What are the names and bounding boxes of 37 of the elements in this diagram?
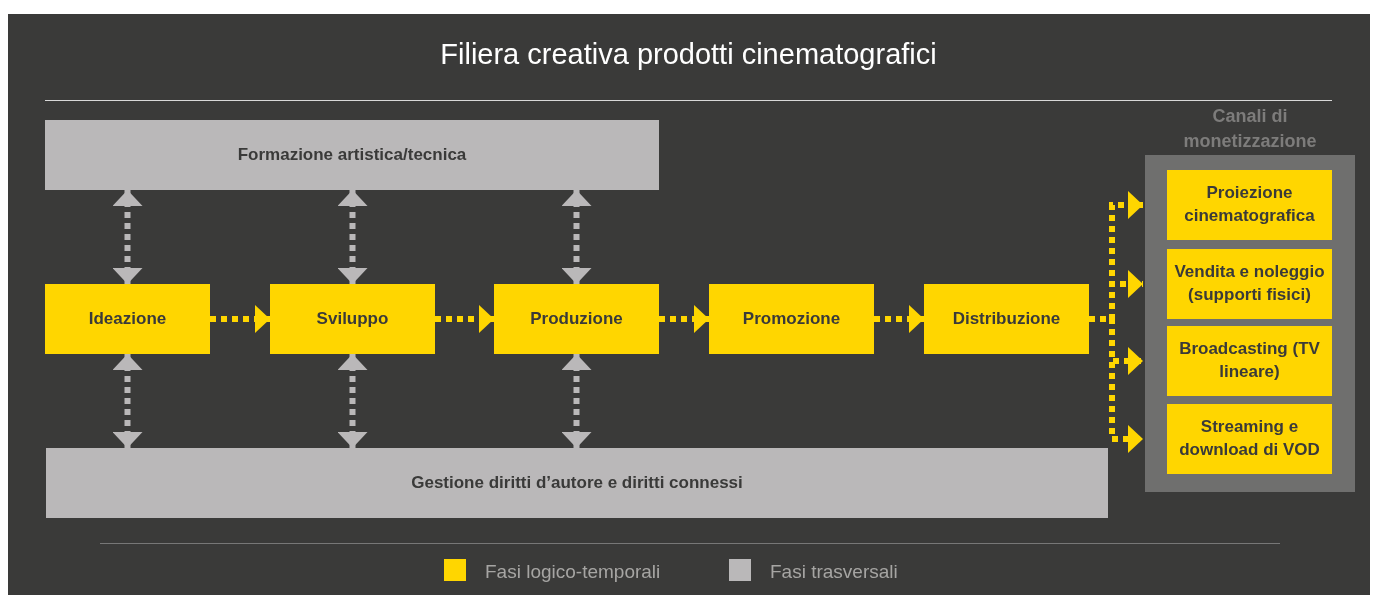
- dotted-arrow: [112, 190, 143, 284]
- box-label: Distribuzione: [952, 307, 1061, 330]
- phase-box: [1167, 404, 1332, 474]
- group-heading: Canali di monetizzazione: [1182, 105, 1318, 154]
- box-label: Promozione: [742, 307, 841, 330]
- legend-label: Fasi logico-temporali: [485, 561, 661, 583]
- diagram-title: Filiera creativa prodotti cinematografici: [439, 38, 938, 71]
- phase-box: [270, 284, 435, 354]
- transversal-phase-box: [45, 120, 659, 190]
- box-label: Broadcasting (TV lineare): [1178, 338, 1321, 383]
- box-label: Gestione diritti d’autore e diritti connessi: [411, 471, 743, 494]
- legend-label: Fasi trasversali: [770, 561, 898, 583]
- transversal-phase-box: [46, 448, 1108, 518]
- box-label: Proiezione cinematografica: [1183, 182, 1316, 227]
- dotted-arrow: [1089, 316, 1143, 453]
- box-label: Streaming e download di VOD: [1178, 416, 1321, 461]
- dotted-arrow: [659, 305, 709, 333]
- dotted-arrow: [561, 354, 592, 448]
- box-label: Formazione artistica/tecnica: [237, 143, 467, 166]
- dotted-arrow: [337, 190, 368, 284]
- phase-box: [45, 284, 210, 354]
- dotted-arrow: [435, 305, 494, 333]
- dotted-arrow: [112, 354, 143, 448]
- dotted-arrow: [561, 190, 592, 284]
- phase-box: [709, 284, 874, 354]
- phase-box: [1167, 326, 1332, 396]
- box-label: Sviluppo: [316, 307, 389, 330]
- phase-box: [1167, 170, 1332, 240]
- dotted-arrow: [337, 354, 368, 448]
- box-label: Ideazione: [88, 307, 167, 330]
- phase-box: [924, 284, 1089, 354]
- dotted-arrow: [210, 305, 270, 333]
- phase-box: [1167, 249, 1332, 319]
- phase-box: [494, 284, 659, 354]
- box-label: Vendita e noleggio (supporti fisici): [1173, 261, 1326, 306]
- dotted-arrow: [874, 305, 924, 333]
- box-label: Produzione: [530, 307, 623, 330]
